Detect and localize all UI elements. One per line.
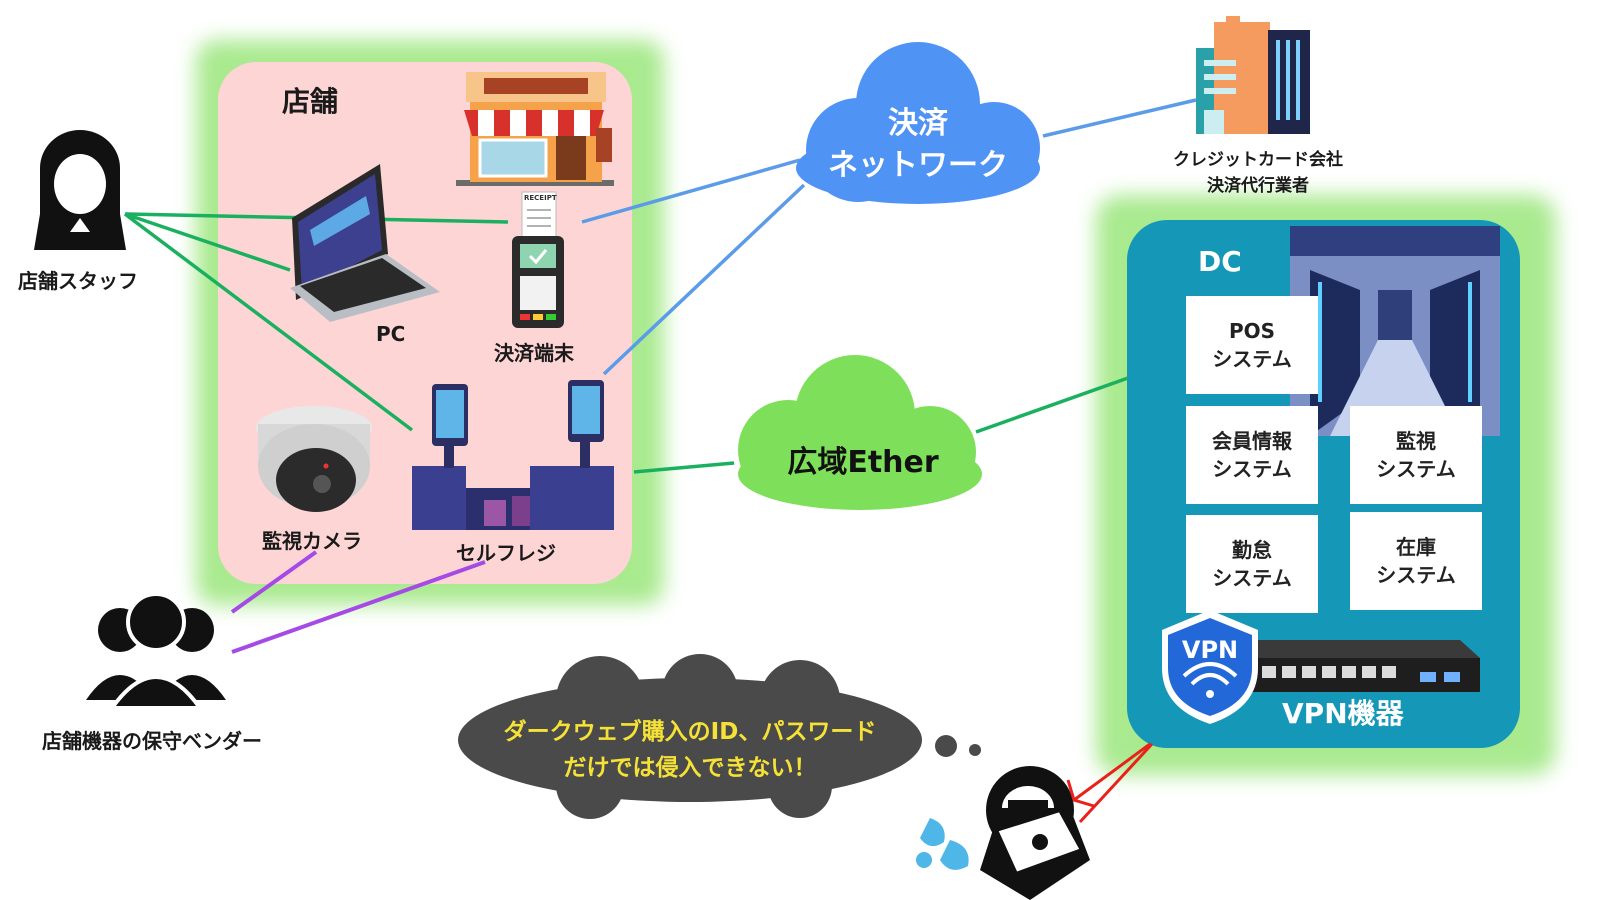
ether-cloud: [738, 355, 982, 510]
vendor-connections: [230, 550, 486, 654]
credit-company-label-line2: 決済代行業者: [1207, 176, 1309, 196]
attendance-system-box: 勤怠 システム: [1186, 515, 1318, 613]
server-room-image: [1290, 226, 1500, 436]
vpn-device-label: VPN機器: [1282, 697, 1404, 730]
staff-label: 店舗スタッフ: [18, 269, 138, 293]
thought-text-line2: だけでは侵入できない！: [563, 755, 817, 781]
vpn-badge-text: VPN: [1181, 636, 1239, 664]
payment-network-label-line1: 決済: [888, 106, 948, 141]
ether-connections: [633, 376, 1129, 474]
sweat-drops-icon: [916, 818, 969, 870]
payment-terminal-label: 決済端末: [494, 341, 574, 365]
member-info-system-box: 会員情報 システム: [1186, 406, 1318, 504]
pc-label: PC: [376, 322, 406, 346]
payment-connections: [581, 98, 1197, 376]
credit-company-label-line1: クレジットカード会社: [1173, 150, 1343, 170]
self-register-icon: [412, 380, 614, 530]
receipt-text: RECEIPT: [524, 194, 557, 202]
monitoring-system-box: 監視 システム: [1350, 406, 1482, 504]
vpn-switch-icon: [1240, 640, 1480, 692]
store-title: 店舗: [282, 85, 339, 118]
staff-person-icon: [34, 130, 126, 250]
vpn-shield-icon: [1162, 610, 1258, 724]
payment-network-label-line2: ネットワーク: [828, 148, 1008, 183]
store-building-icon: [456, 72, 614, 186]
attack-arrow: [1066, 742, 1154, 824]
vendor-label: 店舗機器の保守ベンダー: [42, 729, 262, 753]
ether-label: 広域Ether: [787, 445, 939, 480]
laptop-icon: [290, 164, 440, 322]
thought-cloud: [458, 654, 981, 819]
inventory-system-box: 在庫 システム: [1350, 512, 1482, 610]
camera-label: 監視カメラ: [262, 529, 362, 553]
office-building-icon: [1196, 16, 1310, 134]
payment-terminal-icon: [512, 191, 564, 328]
dc-title: DC: [1198, 245, 1242, 278]
payment-network-cloud: [796, 42, 1040, 204]
hacker-icon: [980, 766, 1090, 900]
thought-text-line1: ダークウェブ購入のID、パスワード: [503, 719, 877, 745]
vendor-group-icon: [86, 592, 226, 710]
pos-system-box: POS システム: [1186, 296, 1318, 394]
security-camera-icon: [256, 406, 372, 512]
self-register-label: セルフレジ: [456, 541, 556, 565]
